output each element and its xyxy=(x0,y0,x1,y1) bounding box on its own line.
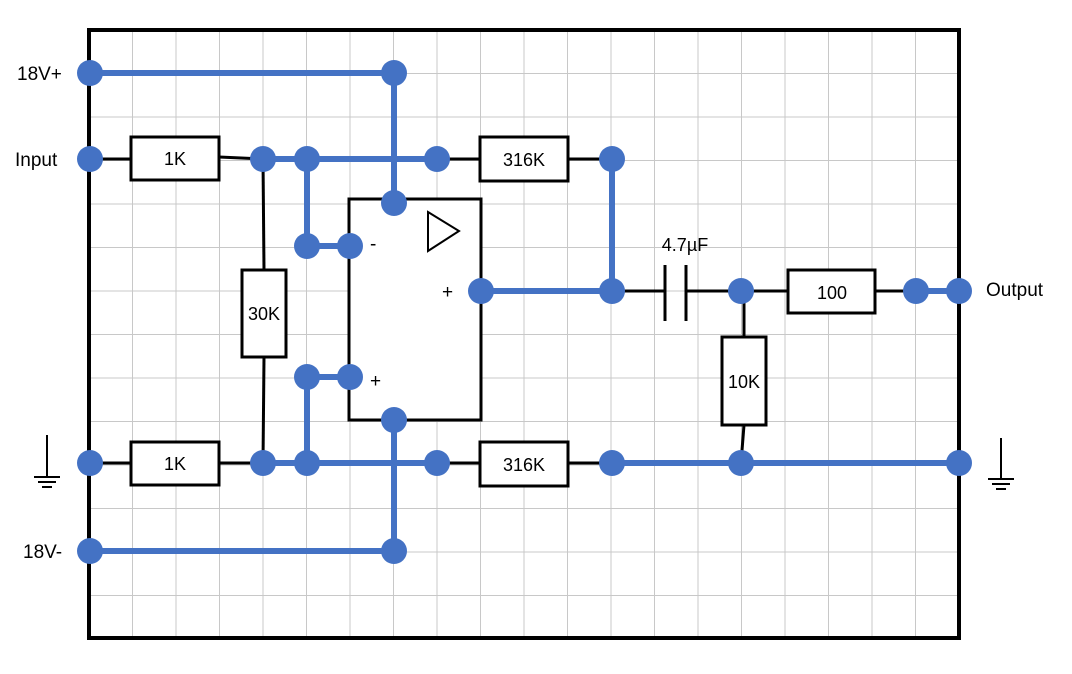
value-resistor-gain-bottom: 316K xyxy=(503,455,545,475)
node-dot xyxy=(337,233,363,259)
node-dot xyxy=(381,60,407,86)
label-opamp-output: + xyxy=(442,282,453,303)
lead-30k-bottom xyxy=(261,356,266,464)
value-resistor-series-out: 100 xyxy=(817,283,847,303)
node-dot xyxy=(946,278,972,304)
label-input: Input xyxy=(15,150,58,171)
resistor-series-out xyxy=(786,268,877,315)
node-dot xyxy=(294,450,320,476)
node-dot xyxy=(946,450,972,476)
node-dot xyxy=(77,450,103,476)
resistor-gain-bottom xyxy=(478,440,570,488)
resistor-input-bottom xyxy=(129,440,221,487)
node-dot xyxy=(294,146,320,172)
node-dot xyxy=(294,364,320,390)
node-dot xyxy=(599,278,625,304)
node-dot xyxy=(381,407,407,433)
value-capacitor: 4.7µF xyxy=(662,235,708,255)
node-dot xyxy=(599,450,625,476)
node-dot xyxy=(77,60,103,86)
ground-icon xyxy=(34,435,60,488)
node-dot xyxy=(728,278,754,304)
node-dot xyxy=(468,278,494,304)
node-dot xyxy=(424,146,450,172)
resistor-load xyxy=(720,335,768,427)
resistor-input-top xyxy=(129,135,221,182)
breadboard-grid xyxy=(88,29,960,638)
node-dot xyxy=(903,278,929,304)
node-group xyxy=(77,60,972,564)
node-dot xyxy=(294,233,320,259)
value-resistor-input-bottom: 1K xyxy=(164,454,186,474)
node-dot xyxy=(381,190,407,216)
node-dot xyxy=(250,450,276,476)
node-dot xyxy=(728,450,754,476)
label-noninverting: + xyxy=(370,371,381,392)
value-resistor-load: 10K xyxy=(728,372,760,392)
value-resistor-input-top: 1K xyxy=(164,149,186,169)
triangle-amplifier-icon xyxy=(427,210,461,253)
ground-icon xyxy=(988,438,1014,490)
wire-group xyxy=(87,70,962,554)
label-supply-positive: 18V+ xyxy=(17,64,62,85)
lead-30k-top xyxy=(261,158,266,271)
node-dot xyxy=(77,538,103,564)
node-dot xyxy=(77,146,103,172)
label-inverting: - xyxy=(370,234,376,255)
node-dot xyxy=(337,364,363,390)
value-resistor-bridge: 30K xyxy=(248,304,280,324)
node-dot xyxy=(381,538,407,564)
node-dot xyxy=(250,146,276,172)
value-resistor-gain-top: 316K xyxy=(503,150,545,170)
resistor-bridge xyxy=(240,268,288,359)
opamp-body xyxy=(347,197,483,422)
label-output: Output xyxy=(986,280,1044,301)
label-supply-negative: 18V- xyxy=(23,542,62,563)
board-border xyxy=(87,28,961,640)
node-dot xyxy=(599,146,625,172)
resistor-gain-top xyxy=(478,135,570,183)
node-dot xyxy=(424,450,450,476)
